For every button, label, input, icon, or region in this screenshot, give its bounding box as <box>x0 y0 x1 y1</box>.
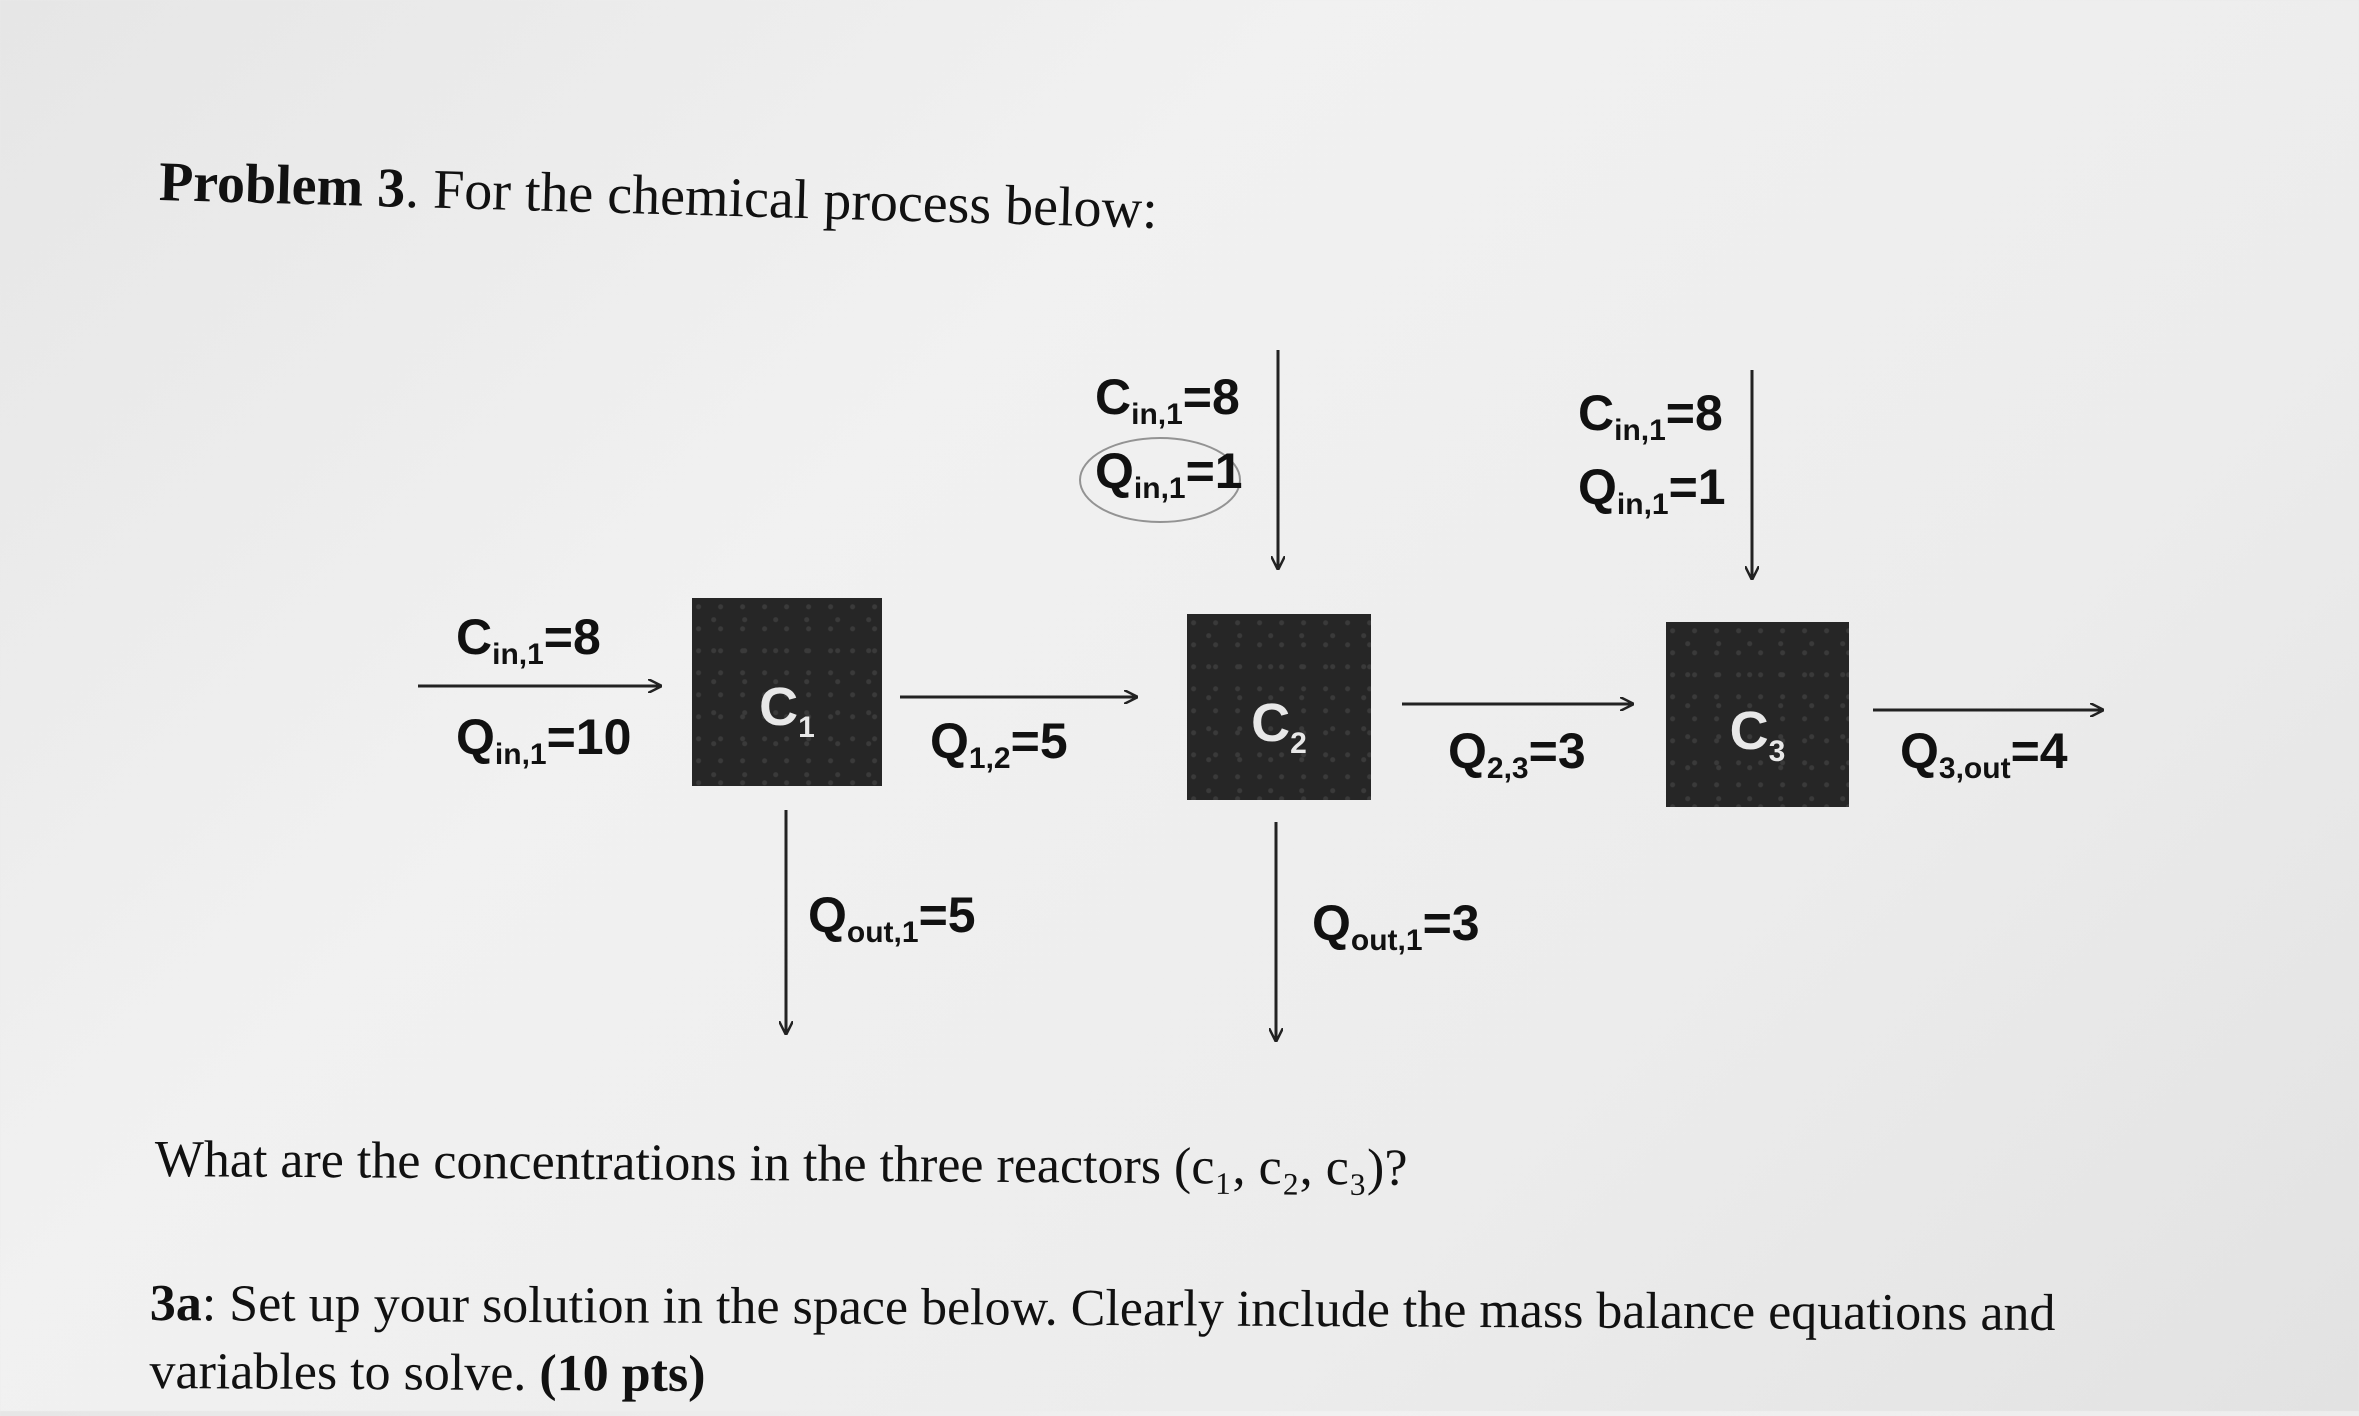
part-a-line-1: : Set up your solution in the space belo… <box>201 1275 2056 1342</box>
reactor-1: C1 <box>692 598 882 786</box>
part-a-instructions: 3a: Set up your solution in the space be… <box>149 1270 2055 1416</box>
flow-23-label: Q2,3=3 <box>1448 723 1586 785</box>
feed-top-2-flow: Qin,1=1 <box>1578 459 1726 521</box>
feed-left-flow: Qin,1=10 <box>456 709 632 771</box>
feed-top-1-concentration: Cin,1=8 <box>1095 369 1240 431</box>
pencil-circle <box>1079 437 1241 523</box>
reactor-2: C2 <box>1187 614 1371 800</box>
out-2-label: Qout,1=3 <box>1312 895 1480 957</box>
reactor-3: C3 <box>1666 622 1849 807</box>
flow-3out-label: Q3,out=4 <box>1900 723 2068 785</box>
feed-top-1-flow: Qin,1=1 <box>1095 443 1243 505</box>
part-a-line-2: variables to solve. <box>149 1342 540 1403</box>
part-a-label: 3a <box>149 1274 202 1333</box>
flow-12-label: Q1,2=5 <box>930 713 1068 775</box>
question-text: What are the concentrations in the three… <box>154 1131 1408 1197</box>
feed-left-concentration: Cin,1=8 <box>456 609 601 671</box>
out-1-label: Qout,1=5 <box>808 887 976 949</box>
feed-top-2-concentration: Cin,1=8 <box>1578 385 1723 447</box>
part-a-points: (10 pts) <box>539 1345 706 1403</box>
